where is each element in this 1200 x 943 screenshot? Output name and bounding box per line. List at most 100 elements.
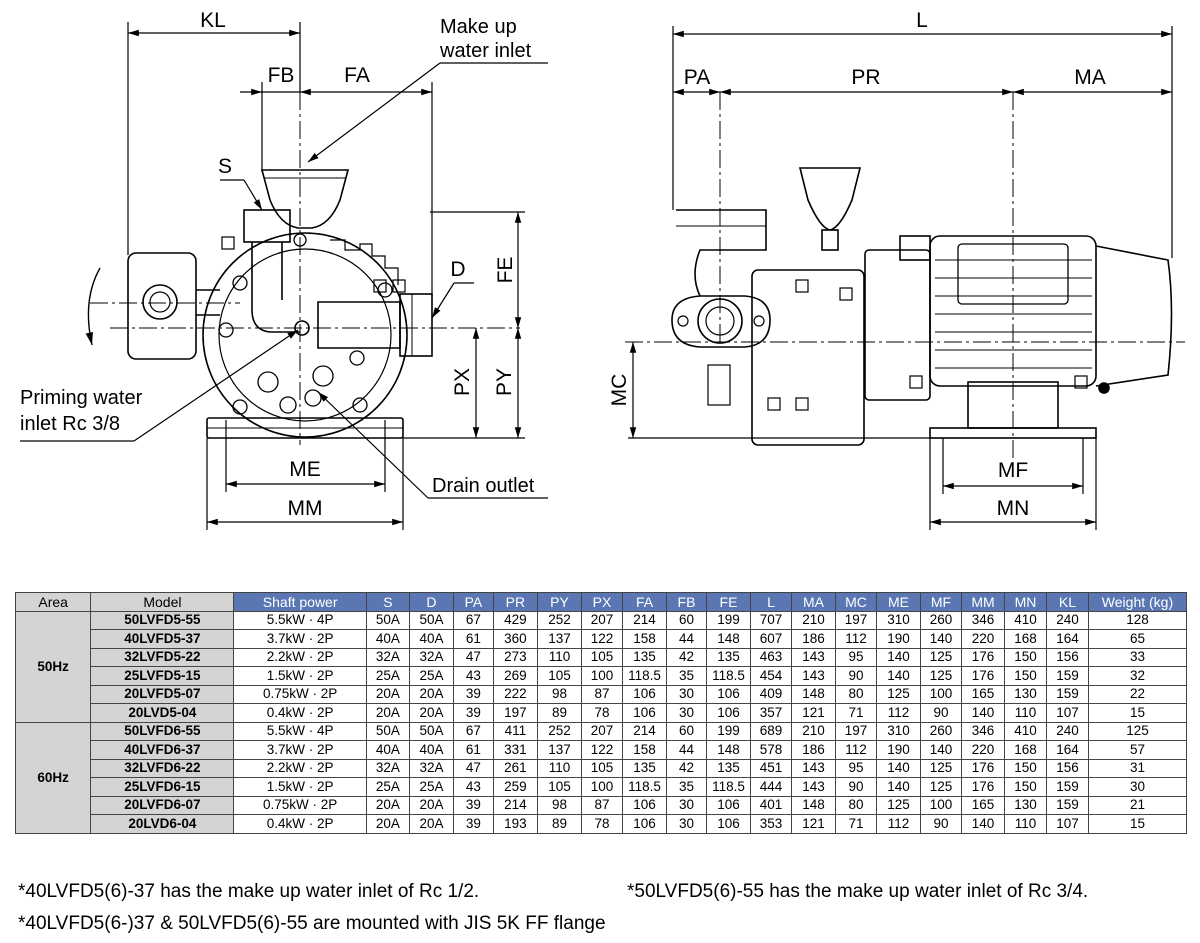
table-cell: 122 bbox=[581, 740, 623, 760]
table-cell: 128 bbox=[1087, 610, 1188, 630]
table-cell: 150 bbox=[1004, 666, 1047, 686]
footnote-1: *40LVFD5(6)-37 has the make up water inl… bbox=[18, 881, 480, 902]
table-cell: 30 bbox=[666, 684, 707, 704]
dim-fa: FA bbox=[344, 64, 370, 87]
table-cell: 346 bbox=[960, 610, 1006, 630]
table-cell: 121 bbox=[790, 814, 837, 834]
table-cell: 107 bbox=[1045, 703, 1089, 723]
table-cell: 125 bbox=[920, 777, 962, 797]
table-cell: 61 bbox=[453, 629, 494, 649]
callout-drain: Drain outlet bbox=[432, 475, 535, 497]
table-cell: 67 bbox=[453, 721, 494, 741]
table-cell: 125 bbox=[1087, 721, 1188, 741]
table-cell: 252 bbox=[536, 721, 583, 741]
table-cell: 125 bbox=[920, 647, 962, 667]
table-cell: 137 bbox=[536, 740, 583, 760]
table-cell: 89 bbox=[536, 703, 583, 723]
right-view-pump bbox=[671, 167, 1173, 446]
table-cell: 207 bbox=[581, 721, 623, 741]
table-cell: 454 bbox=[750, 666, 792, 686]
col-header: ME bbox=[875, 592, 922, 612]
dim-py: PY bbox=[493, 368, 516, 396]
table-cell: 57 bbox=[1087, 740, 1188, 760]
table-cell: 150 bbox=[1004, 758, 1047, 778]
table-cell: 176 bbox=[960, 647, 1006, 667]
table-cell: 80 bbox=[835, 795, 877, 815]
table-cell: 140 bbox=[875, 666, 922, 686]
table-cell: 5.5kW · 4P bbox=[233, 610, 367, 630]
left-view-labels: KL FB FA S D FE PX PY ME MM Make up wate… bbox=[20, 9, 535, 520]
table-cell: 110 bbox=[1004, 814, 1047, 834]
table-cell: 410 bbox=[1004, 610, 1047, 630]
area-cell: 50Hz bbox=[14, 610, 92, 723]
table-cell: 164 bbox=[1045, 629, 1089, 649]
table-cell: 409 bbox=[750, 684, 792, 704]
table-cell: 156 bbox=[1045, 647, 1089, 667]
table-cell: 0.75kW · 2P bbox=[233, 684, 367, 704]
table-cell: 444 bbox=[750, 777, 792, 797]
col-header: MC bbox=[835, 592, 877, 612]
table-cell: 112 bbox=[835, 740, 877, 760]
table-cell: 95 bbox=[835, 647, 877, 667]
table-cell: 90 bbox=[835, 777, 877, 797]
table-cell: 20A bbox=[408, 795, 455, 815]
table-cell: 39 bbox=[453, 814, 494, 834]
table-cell: 158 bbox=[621, 629, 668, 649]
left-view-pump bbox=[85, 169, 433, 439]
table-cell: 100 bbox=[920, 684, 962, 704]
table-cell: 71 bbox=[835, 814, 877, 834]
table-cell: 143 bbox=[790, 647, 837, 667]
table-cell: 130 bbox=[1004, 795, 1047, 815]
table-cell: 156 bbox=[1045, 758, 1089, 778]
table-cell: 87 bbox=[581, 684, 623, 704]
table-cell: 106 bbox=[705, 684, 752, 704]
table-cell: 240 bbox=[1045, 610, 1089, 630]
table-cell: 190 bbox=[875, 629, 922, 649]
table-cell: 135 bbox=[621, 647, 668, 667]
table-cell: 20A bbox=[365, 684, 410, 704]
table-cell: 106 bbox=[621, 703, 668, 723]
model-cell: 50LVFD5-55 bbox=[90, 610, 235, 630]
table-cell: 20A bbox=[408, 814, 455, 834]
table-cell: 80 bbox=[835, 684, 877, 704]
model-cell: 20LVD5-04 bbox=[90, 703, 235, 723]
table-cell: 168 bbox=[1004, 740, 1047, 760]
table-cell: 159 bbox=[1045, 777, 1089, 797]
table-cell: 30 bbox=[1087, 777, 1188, 797]
col-header: FE bbox=[705, 592, 752, 612]
table-cell: 2.2kW · 2P bbox=[233, 647, 367, 667]
table-cell: 148 bbox=[790, 684, 837, 704]
table-cell: 143 bbox=[790, 777, 837, 797]
table-cell: 197 bbox=[492, 703, 538, 723]
table-cell: 197 bbox=[835, 721, 877, 741]
table-cell: 353 bbox=[750, 814, 792, 834]
dim-pa: PA bbox=[684, 66, 710, 89]
table-cell: 135 bbox=[621, 758, 668, 778]
table-cell: 140 bbox=[875, 647, 922, 667]
col-header: PA bbox=[453, 592, 494, 612]
col-header: MF bbox=[920, 592, 962, 612]
table-cell: 176 bbox=[960, 758, 1006, 778]
table-cell: 137 bbox=[536, 629, 583, 649]
table-cell: 118.5 bbox=[705, 666, 752, 686]
table-cell: 118.5 bbox=[621, 777, 668, 797]
col-header: MN bbox=[1004, 592, 1047, 612]
table-cell: 106 bbox=[705, 703, 752, 723]
table-cell: 273 bbox=[492, 647, 538, 667]
col-header: KL bbox=[1045, 592, 1089, 612]
table-cell: 25A bbox=[365, 666, 410, 686]
model-cell: 20LVFD5-07 bbox=[90, 684, 235, 704]
table-cell: 47 bbox=[453, 758, 494, 778]
table-cell: 158 bbox=[621, 740, 668, 760]
table-cell: 135 bbox=[705, 647, 752, 667]
callout-priming-1: Priming water bbox=[20, 387, 143, 409]
table-cell: 40A bbox=[365, 740, 410, 760]
table-cell: 165 bbox=[960, 684, 1006, 704]
model-cell: 25LVFD5-15 bbox=[90, 666, 235, 686]
